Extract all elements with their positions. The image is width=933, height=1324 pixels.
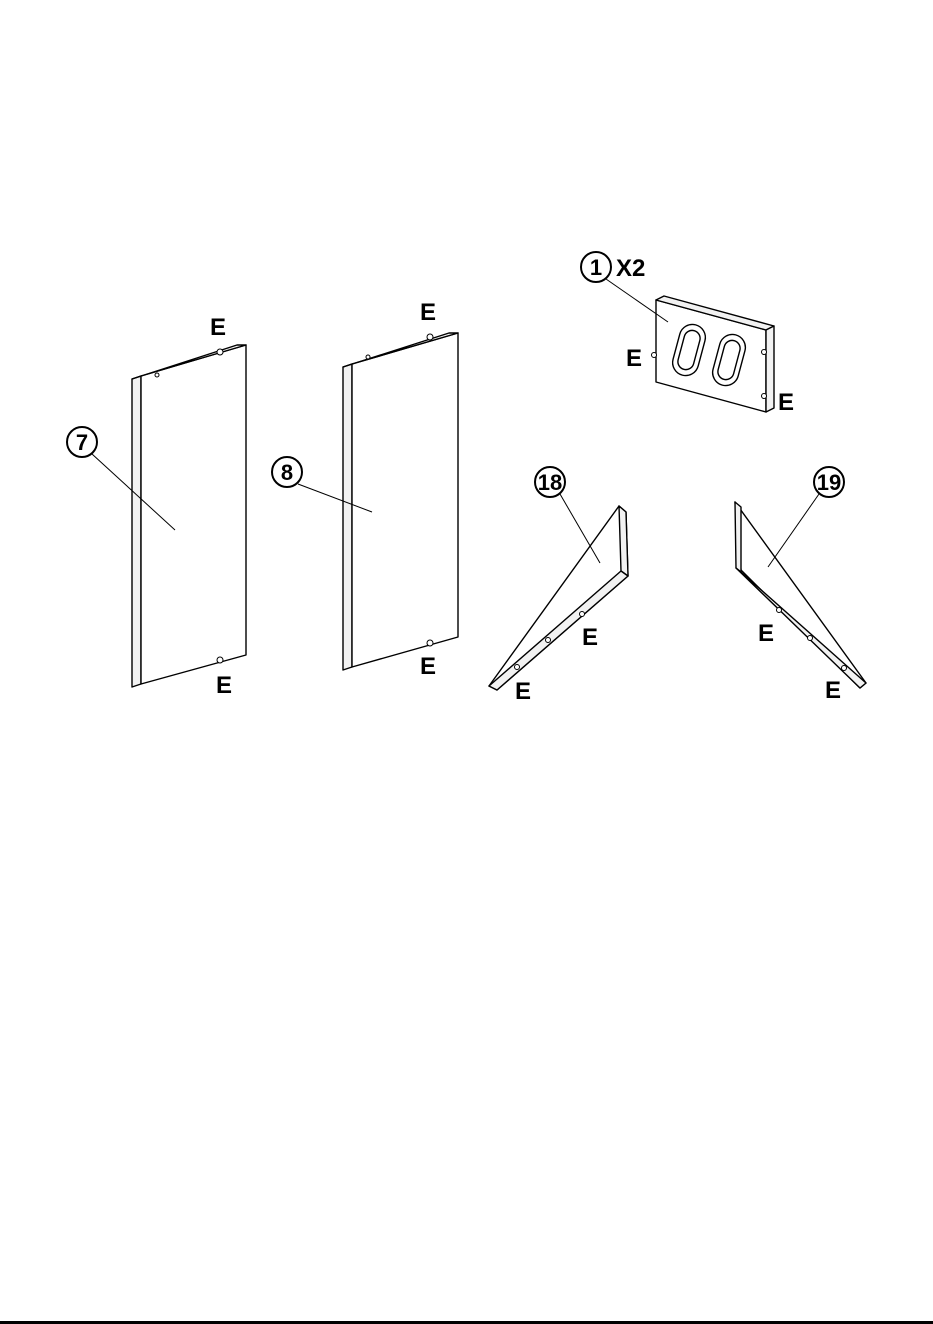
pin-label-e: E [582,624,598,651]
panel-8: 8 E E [272,299,458,680]
pin-label-e: E [210,314,226,341]
dowel-hole [546,638,551,643]
dowel-hole [427,640,433,646]
quantity-label: X2 [616,255,645,282]
dowel-hole [762,350,767,355]
part-number-7: 7 [76,430,88,455]
dowel-hole [366,355,370,359]
pin-label-e: E [626,345,642,372]
pin-label-e: E [778,389,794,416]
pin-label-e: E [420,653,436,680]
dowel-hole [808,636,813,641]
pin-label-e: E [420,299,436,326]
dowel-hole [652,353,657,358]
dowel-hole [515,665,520,670]
dowel-hole [427,334,433,340]
panel-1: 1 X2 E E [581,252,794,416]
panel-7: 7 E E [67,314,246,699]
leader-line [768,494,819,567]
part-number-1: 1 [590,255,602,280]
leader-line [560,494,600,563]
part-number-18: 18 [538,470,562,495]
part-number-8: 8 [281,460,293,485]
pin-label-e: E [758,620,774,647]
dowel-hole [217,349,223,355]
pin-label-e: E [515,678,531,705]
dowel-hole [217,657,223,663]
pin-label-e: E [216,672,232,699]
dowel-hole [580,612,585,617]
dowel-hole [777,608,782,613]
part-number-19: 19 [817,470,841,495]
dowel-hole [762,394,767,399]
brace-19: 19 E E [735,467,866,704]
brace-18: 18 E E [489,467,628,705]
pin-label-e: E [825,677,841,704]
dowel-hole [842,666,847,671]
dowel-hole [155,373,159,377]
